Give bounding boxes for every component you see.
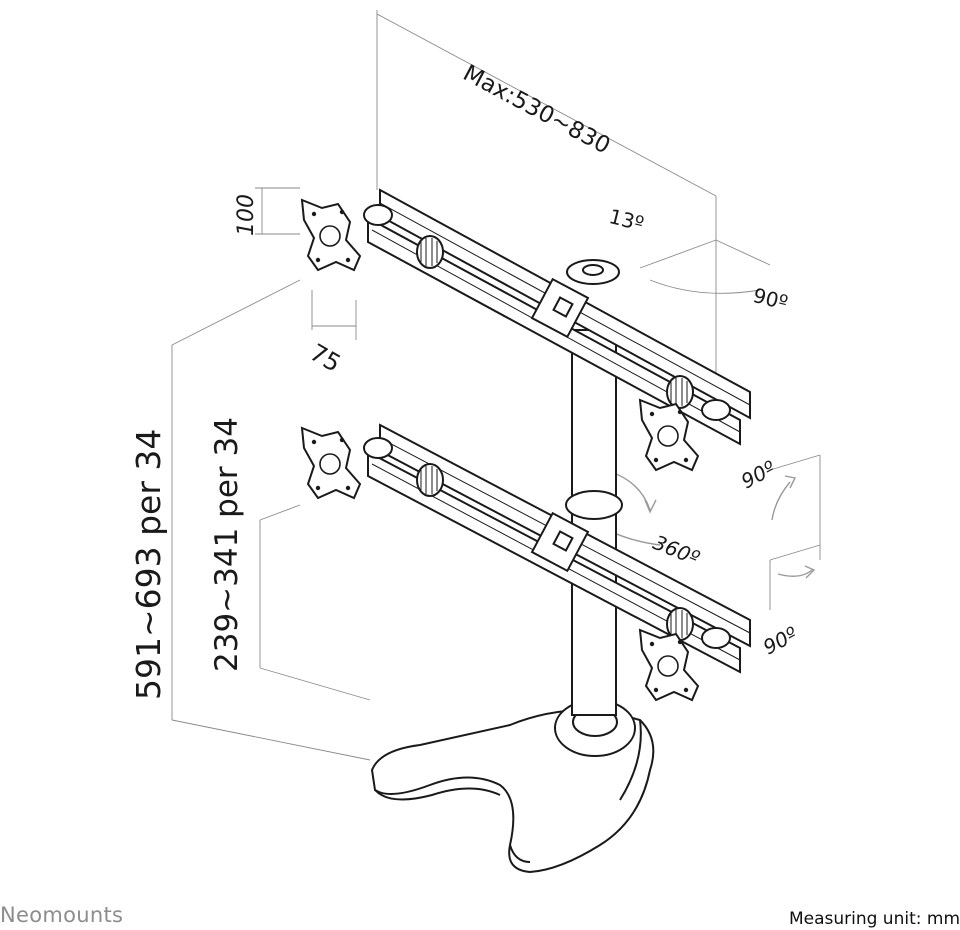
vesa-height-label: 100 [234,194,259,236]
measuring-unit-label: Measuring unit: mm [788,909,960,929]
pole [565,259,623,716]
height-range-upper-label: 591~693 per 34 [129,428,168,700]
vesa-plate-upper-left [301,199,361,271]
height-range-lower-label: 239~341 per 34 [209,417,245,672]
vesa-plate-lower-left [301,427,361,499]
lower-arm [363,423,751,674]
brand-logo: Neomounts [0,903,124,927]
dimension-lines [171,10,821,761]
upper-arm [363,188,751,446]
stand-base [370,699,655,874]
rotation-arrows [589,469,816,579]
